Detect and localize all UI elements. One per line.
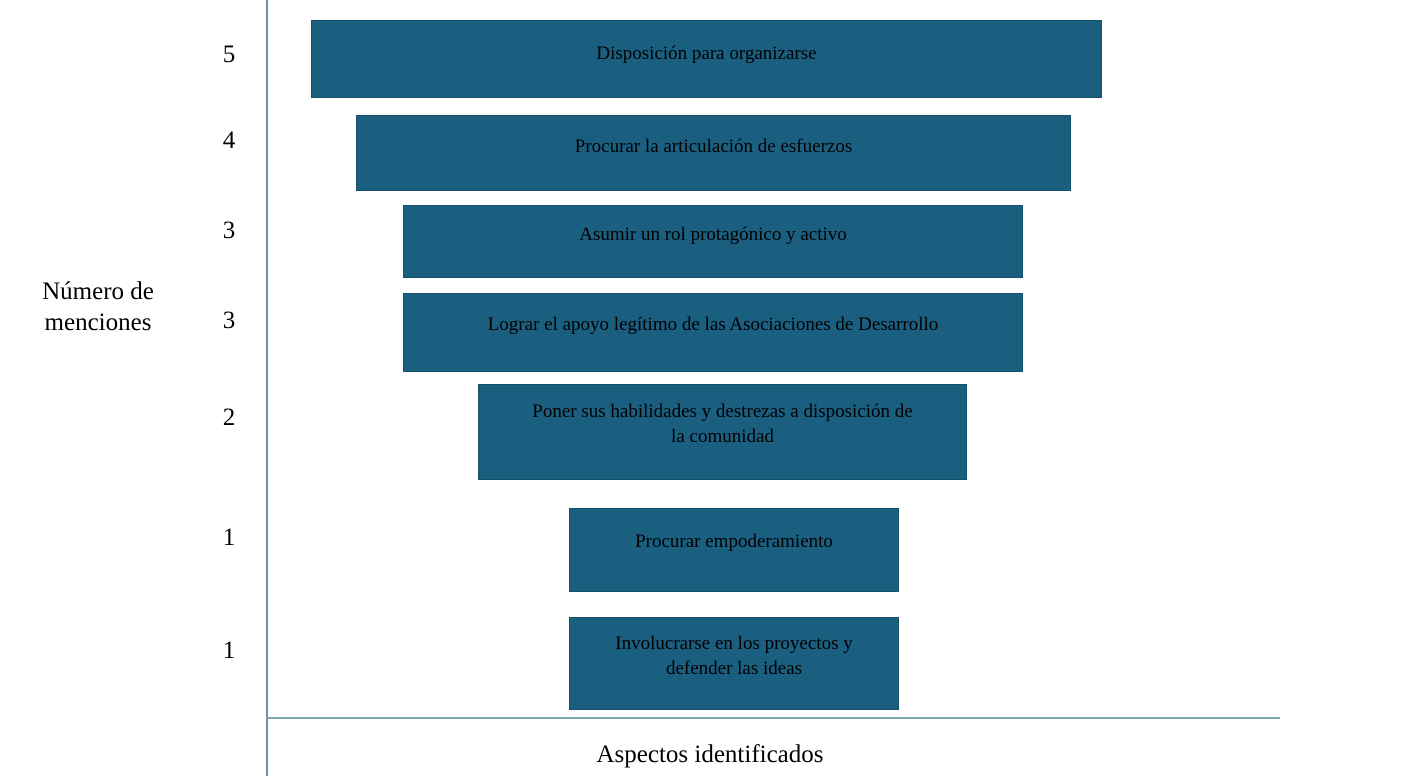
funnel-bar[interactable]: Lograr el apoyo legítimo de las Asociaci… — [403, 293, 1023, 372]
y-axis-title: Número de menciones — [8, 276, 188, 338]
value-label: 3 — [222, 217, 236, 244]
x-axis-title: Aspectos identificados — [596, 741, 824, 768]
value-label: 1 — [222, 524, 236, 551]
x-axis-line — [266, 717, 1280, 719]
funnel-bar-label: Disposición para organizarse — [596, 43, 817, 64]
funnel-bar-label: Procurar la articulación de esfuerzos — [574, 136, 853, 157]
value-label: 3 — [222, 307, 236, 334]
funnel-bar[interactable]: Procurar empoderamiento — [569, 508, 899, 592]
value-label: 1 — [222, 637, 236, 664]
funnel-bar[interactable]: Asumir un rol protagónico y activo — [403, 205, 1023, 278]
funnel-bar[interactable]: Procurar la articulación de esfuerzos — [356, 115, 1071, 191]
y-axis-line — [266, 0, 268, 776]
y-axis-title-line-1: Número de — [42, 278, 154, 305]
value-label: 2 — [222, 404, 236, 431]
value-label: 4 — [222, 127, 236, 154]
funnel-bar-label: Procurar empoderamiento — [635, 531, 833, 552]
funnel-bar[interactable]: Involucrarse en los proyectos y defender… — [569, 617, 899, 710]
funnel-bar-label: Asumir un rol protagónico y activo — [579, 224, 847, 245]
funnel-bar[interactable]: Poner sus habilidades y destrezas a disp… — [478, 384, 967, 480]
funnel-bar-label: Poner sus habilidades y destrezas a disp… — [532, 401, 913, 447]
funnel-bar[interactable]: Disposición para organizarse — [311, 20, 1102, 98]
funnel-bar-label: Involucrarse en los proyectos y defender… — [615, 633, 853, 679]
value-label: 5 — [222, 41, 236, 68]
y-axis-title-line-2: menciones — [44, 309, 152, 336]
funnel-bar-label: Lograr el apoyo legítimo de las Asociaci… — [487, 314, 939, 335]
